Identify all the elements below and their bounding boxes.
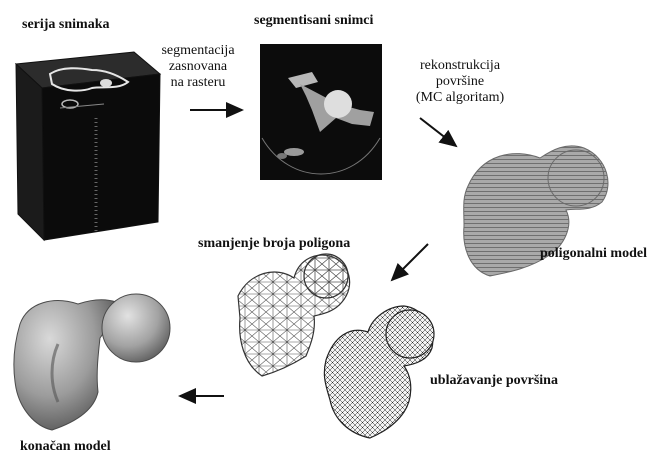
label-segmented-images: segmentisani snimci: [254, 13, 373, 29]
label-surface-smoothing: ublažavanje površina: [430, 373, 558, 389]
label-polygonal-model: poligonalni model: [540, 246, 647, 262]
smoothed-mesh-render: [324, 306, 434, 438]
reconstruction-line-1: rekonstrukcija: [400, 58, 520, 74]
reconstruction-line-3: (MC algoritam): [400, 90, 520, 106]
label-final-model: konačan model: [20, 439, 111, 455]
reconstruction-line-2: površine: [400, 74, 520, 90]
image-series-stack: [16, 52, 160, 240]
segmentation-line-2: zasnovana: [148, 59, 248, 75]
segmentation-line-3: na rasteru: [148, 75, 248, 91]
label-polygon-reduction: smanjenje broja poligona: [198, 236, 350, 252]
label-reconstruction-step: rekonstrukcija površine (MC algoritam): [400, 58, 520, 106]
arrow-polygon-reduction: [392, 244, 428, 280]
label-image-series: serija snimaka: [22, 17, 110, 33]
arrow-reconstruction: [420, 118, 456, 146]
segmented-image: [260, 44, 382, 180]
label-segmentation-step: segmentacija zasnovana na rasteru: [148, 43, 248, 91]
final-model-render: [14, 294, 170, 430]
segmentation-line-1: segmentacija: [148, 43, 248, 59]
